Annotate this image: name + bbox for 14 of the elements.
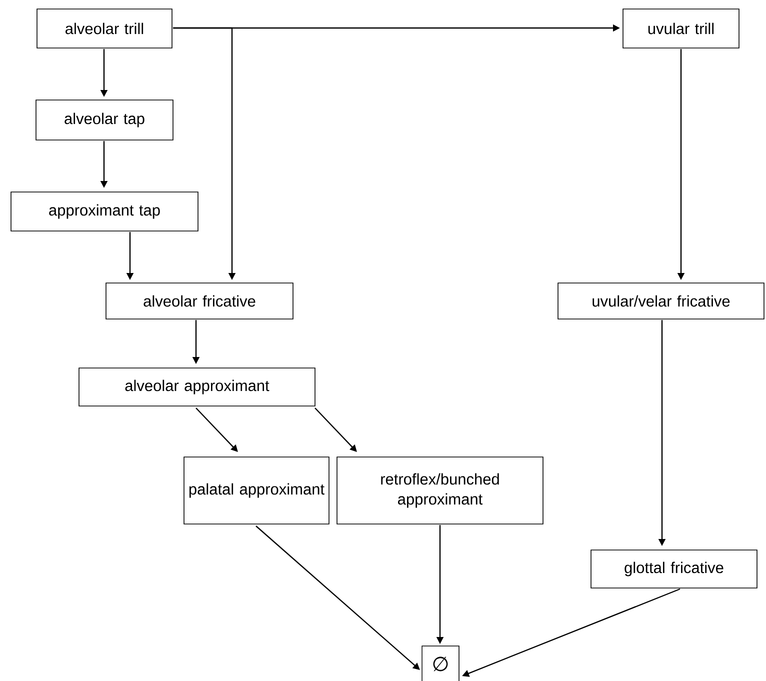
process-box: alveolar approximant (78, 368, 316, 406)
process-box: alveolar tap (36, 100, 174, 140)
arrow (314, 408, 357, 452)
process-box: palatal approximant (184, 456, 330, 524)
process-box: uvular/velar fricative (558, 282, 764, 320)
process-box: ∅ (422, 646, 460, 681)
process-box: alveolar trill (36, 8, 172, 48)
process-box: approximant tap (10, 192, 198, 232)
process-box: retroflex/bunched approximant (336, 456, 544, 524)
process-box: glottal fricative (590, 550, 758, 588)
arrow (256, 526, 420, 670)
process-box: alveolar fricative (106, 282, 294, 320)
arrow (196, 408, 238, 452)
process-box: uvular trill (622, 8, 740, 48)
